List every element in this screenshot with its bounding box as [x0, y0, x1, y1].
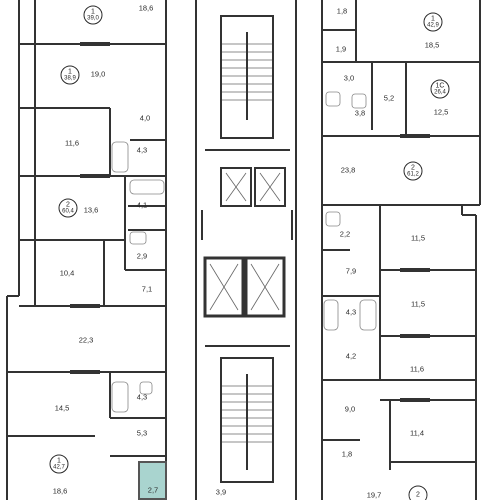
- room-area-label: 2,2: [339, 229, 351, 239]
- room-area-label: 4,3: [345, 307, 357, 317]
- room-area-label: 11,6: [409, 364, 425, 374]
- room-area-label: 18,5: [424, 40, 440, 50]
- room-area-label: 3,9: [215, 487, 227, 497]
- room-area-label: 2,7: [147, 485, 159, 495]
- room-area-label: 9,0: [344, 404, 356, 414]
- room-area-label: 1,8: [341, 449, 353, 459]
- apartment-badge[interactable]: 2: [408, 485, 428, 500]
- room-area-label: 19,7: [366, 490, 382, 500]
- room-area-label: 7,1: [141, 284, 153, 294]
- room-area-label: 5,3: [136, 428, 148, 438]
- room-area-label: 4,1: [136, 200, 148, 210]
- highlighted-storage-room[interactable]: [138, 461, 167, 500]
- room-area-label: 19,0: [90, 69, 106, 79]
- room-area-label: 4,2: [345, 351, 357, 361]
- room-area-label: 4,3: [136, 392, 148, 402]
- room-area-label: 18,6: [52, 486, 68, 496]
- room-area-label: 11,6: [64, 138, 80, 148]
- room-area-label: 10,4: [59, 268, 75, 278]
- room-area-label: 14,5: [54, 403, 70, 413]
- room-area-label: 7,9: [345, 266, 357, 276]
- room-area-label: 3,0: [343, 73, 355, 83]
- room-area-label: 11,5: [410, 299, 426, 309]
- room-area-label: 3,8: [354, 108, 366, 118]
- room-area-label: 4,3: [136, 145, 148, 155]
- room-area-label: 2,9: [136, 251, 148, 261]
- room-area-label: 22,3: [78, 335, 94, 345]
- room-area-label: 11,4: [409, 428, 425, 438]
- room-area-label: 13,6: [83, 205, 99, 215]
- room-area-label: 23,8: [340, 165, 356, 175]
- room-area-label: 18,6: [138, 3, 154, 13]
- room-area-label: 11,5: [410, 233, 426, 243]
- room-area-label: 1,8: [336, 6, 348, 16]
- room-area-label: 4,0: [139, 113, 151, 123]
- room-area-label: 5,2: [383, 93, 395, 103]
- room-area-label: 1,9: [335, 44, 347, 54]
- room-area-label: 12,5: [433, 107, 449, 117]
